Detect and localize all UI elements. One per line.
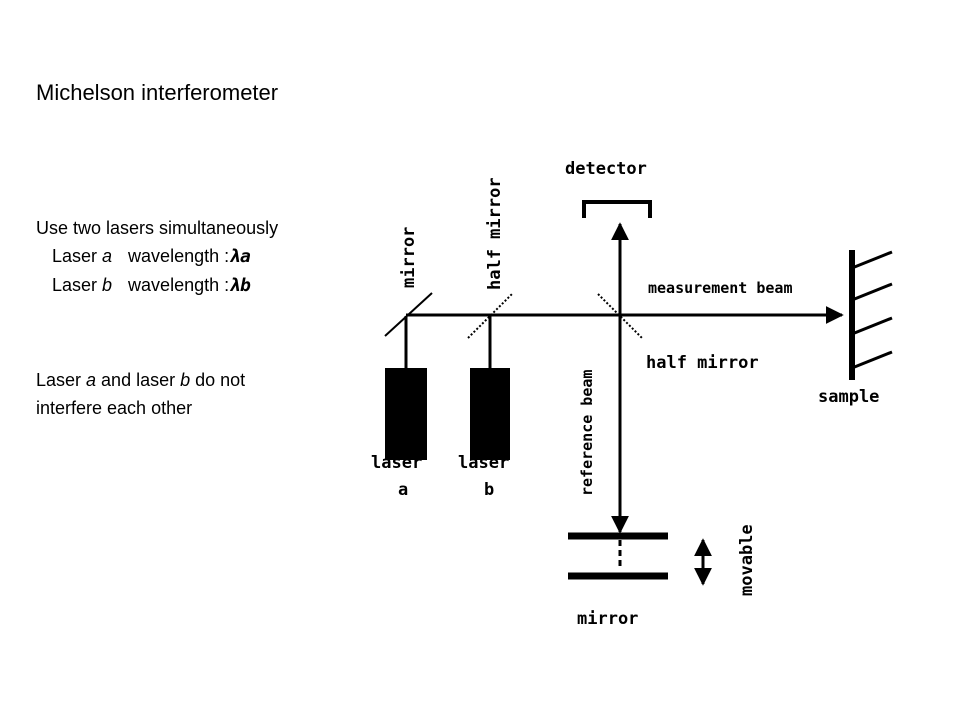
laser-b-label: wavelength : <box>128 275 230 295</box>
laser-b-prefix: Laser <box>52 275 103 295</box>
note-line-2: interfere each other <box>36 398 193 418</box>
laser-b-body <box>470 368 510 460</box>
label-laser-a-line1: laser <box>371 453 422 473</box>
laser-b-line: Laser b wavelength :λb <box>36 271 278 300</box>
note-text: and laser <box>96 370 181 390</box>
laser-b-var: b <box>102 275 113 295</box>
laser-a-label: wavelength : <box>128 246 230 266</box>
sample-hatch <box>851 250 893 270</box>
laser-a-symbol: λa <box>229 246 251 267</box>
laser-a-line: Laser a wavelength :λa <box>36 242 278 271</box>
sample-hatch <box>851 350 893 370</box>
laser-a-prefix: Laser <box>52 246 103 266</box>
label-detector: detector <box>565 159 647 179</box>
label-measurement-beam: measurement beam <box>648 279 793 297</box>
sample-hatch <box>851 282 893 302</box>
note-text: do not <box>190 370 246 390</box>
label-mirror-top: mirror <box>399 227 419 288</box>
label-reference-beam: reference beam <box>578 370 596 496</box>
label-half-mirror-bottom: half mirror <box>646 353 759 373</box>
label-laser-a-line2: a <box>398 480 408 500</box>
note-line-1: Laser a and laser b do not <box>36 366 245 394</box>
label-laser-b-line1: laser <box>458 453 509 473</box>
interference-note: Laser a and laser b do not interfere eac… <box>36 366 245 422</box>
laser-a-body <box>385 368 427 460</box>
label-laser-b-line2: b <box>484 480 494 500</box>
detector-icon <box>582 200 652 218</box>
slide-title: Michelson interferometer <box>36 80 279 105</box>
intro-line: Use two lasers simultaneously <box>36 218 279 238</box>
label-movable: movable <box>737 524 757 596</box>
laser-a-var: a <box>102 246 113 266</box>
label-half-mirror-top: half mirror <box>485 177 505 290</box>
label-mirror-bottom: mirror <box>577 609 638 629</box>
note-var-b: b <box>180 370 191 390</box>
laser-b-symbol: λb <box>229 275 251 296</box>
sample-hatch <box>851 316 893 336</box>
note-var-a: a <box>86 370 97 390</box>
label-sample: sample <box>818 387 879 407</box>
note-text: Laser <box>36 370 87 390</box>
